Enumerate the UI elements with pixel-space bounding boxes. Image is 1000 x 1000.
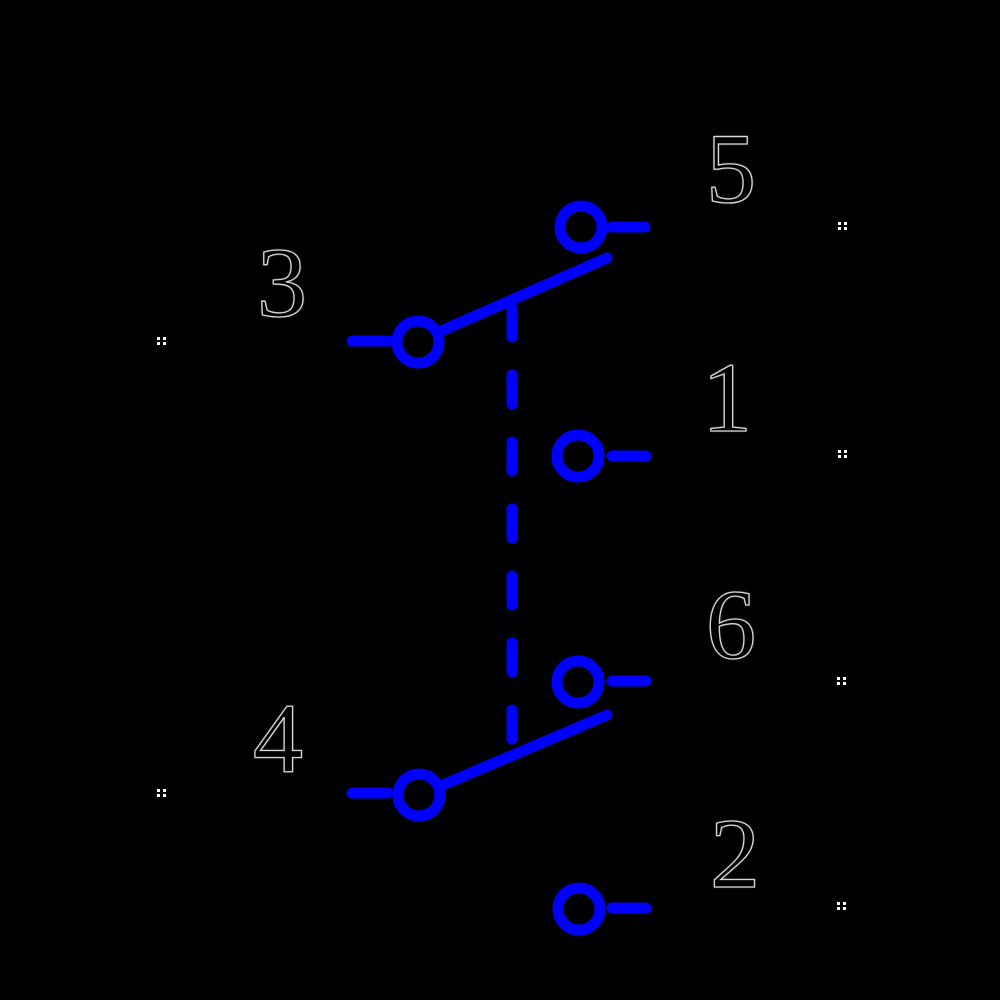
terminal-3-contact-icon (391, 315, 445, 369)
terminal-3-pin-marker-icon (157, 337, 167, 346)
terminal-2-pin-marker-icon (837, 902, 847, 911)
terminal-5-label: 5 (705, 113, 756, 224)
terminal-5-pin-marker-icon (838, 222, 848, 231)
terminal-4-contact-icon (392, 768, 446, 822)
terminal-6-label: 6 (705, 569, 756, 680)
terminal-4-label: 4 (252, 683, 303, 794)
terminal-2-contact-icon (552, 882, 606, 936)
terminal-5-contact-icon (554, 200, 608, 254)
terminal-4-pin-marker-icon (157, 789, 167, 798)
terminal-2-label: 2 (709, 798, 760, 909)
terminal-3-label: 3 (256, 227, 307, 338)
terminal-6-pin-marker-icon (837, 677, 847, 686)
terminal-1-contact-icon (551, 429, 605, 483)
terminal-1-label: 1 (701, 342, 752, 453)
upper-switch-lever (435, 252, 613, 337)
lower-switch-lever (439, 709, 613, 790)
terminal-1-pin-marker-icon (838, 450, 848, 459)
terminal-6-contact-icon (551, 655, 605, 709)
